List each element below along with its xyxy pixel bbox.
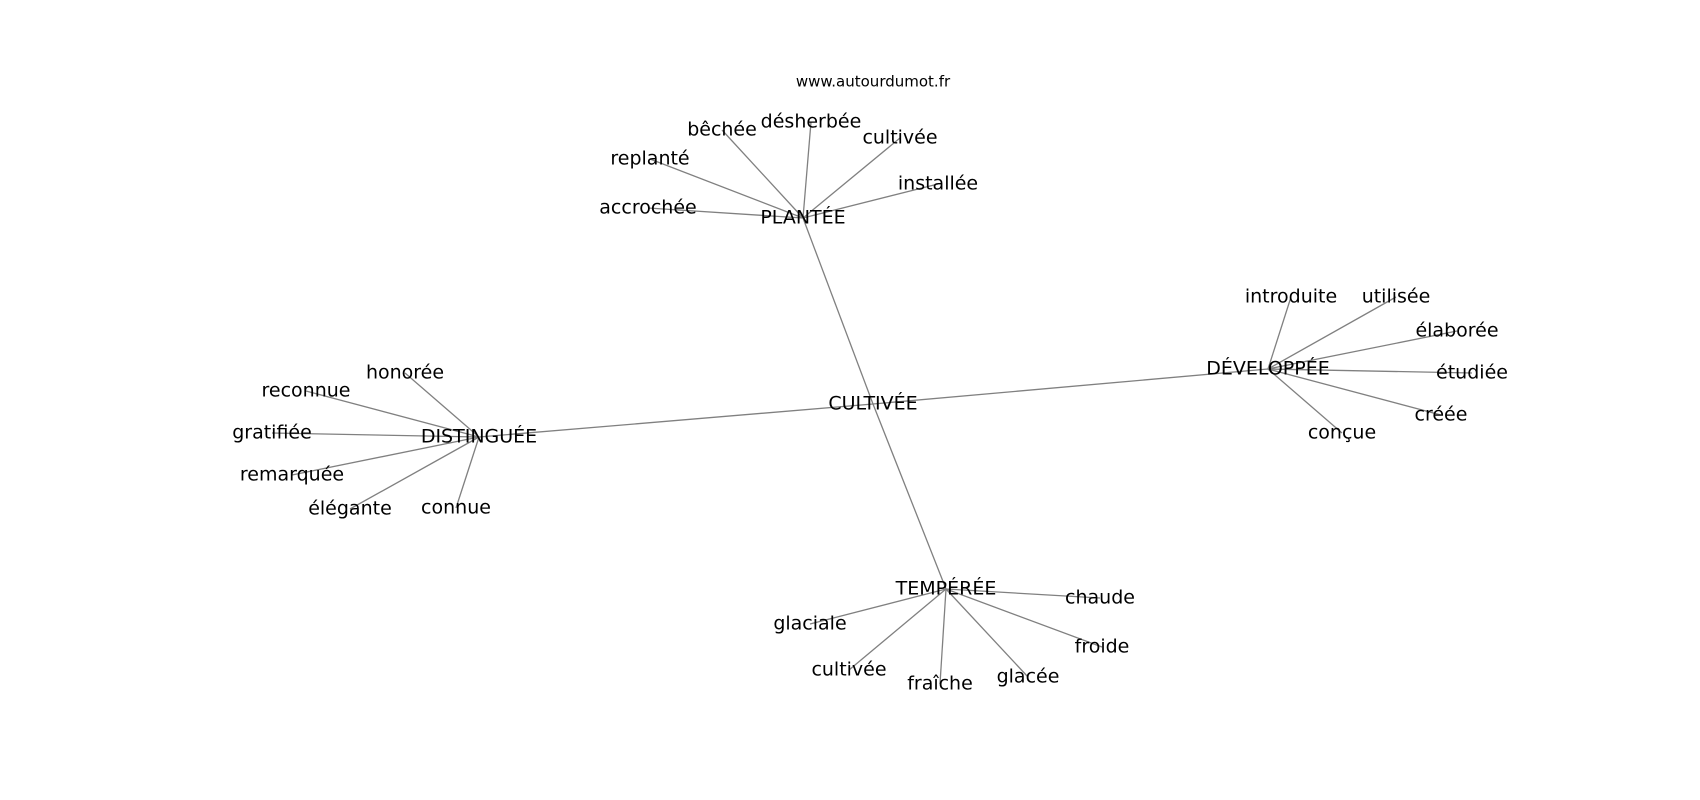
leaf-node: créée <box>1415 404 1468 426</box>
leaf-node: cultivée <box>862 127 937 149</box>
leaf-node: glacée <box>997 666 1060 688</box>
edge-hub-leaf <box>291 436 480 476</box>
leaf-node: bêchée <box>687 119 757 141</box>
leaf-node: installée <box>898 173 978 195</box>
edge-hub-leaf <box>647 207 804 219</box>
edge-hub-leaf <box>945 588 1101 599</box>
source-label: www.autourdumot.fr <box>796 73 951 91</box>
edge-hub-leaf <box>945 588 1029 678</box>
hub-node: DÉVELOPPÉE <box>1206 357 1329 380</box>
edge-center-hub <box>478 403 874 438</box>
edge-hub-leaf <box>404 372 480 438</box>
leaf-node: replanté <box>610 148 689 170</box>
edge-hub-leaf <box>271 432 480 438</box>
edge-hub-leaf <box>649 158 804 219</box>
leaf-node: accrochée <box>599 197 696 219</box>
edge-hub-leaf <box>848 588 947 671</box>
leaf-node: remarquée <box>240 464 344 486</box>
edge-hub-leaf <box>1267 296 1397 370</box>
edge-hub-leaf <box>349 436 480 510</box>
edge-hub-leaf <box>939 588 947 685</box>
leaf-node: gratifiée <box>232 422 312 444</box>
edge-hub-leaf <box>455 436 480 509</box>
leaf-node: cultivée <box>811 659 886 681</box>
hub-node: DISTINGUÉE <box>421 425 537 448</box>
edge-center-hub <box>872 368 1269 405</box>
leaf-node: élégante <box>308 498 392 520</box>
leaf-node: étudiée <box>1436 362 1508 384</box>
leaf-node: élaborée <box>1415 320 1498 342</box>
edge-center-hub <box>802 217 874 405</box>
edge-hub-leaf <box>1267 296 1292 370</box>
leaf-node: chaude <box>1065 587 1135 609</box>
edge-hub-leaf <box>1267 330 1458 370</box>
edge-hub-leaf <box>1267 368 1473 374</box>
edge-hub-leaf <box>305 390 480 438</box>
leaf-node: reconnue <box>262 380 351 402</box>
leaf-node: désherbée <box>761 111 862 133</box>
leaf-node: utilisée <box>1362 286 1431 308</box>
edge-hub-leaf <box>802 183 939 219</box>
edge-hub-leaf <box>1267 368 1442 416</box>
edge-hub-leaf <box>802 137 901 219</box>
edge-hub-leaf <box>802 121 812 219</box>
edge-hub-leaf <box>1267 368 1343 434</box>
graph-edges <box>271 121 1473 685</box>
edge-hub-leaf <box>809 588 947 625</box>
hub-node: PLANTÉE <box>760 206 845 229</box>
hub-node: TEMPÉRÉE <box>895 577 997 600</box>
center-node: CULTIVÉE <box>828 392 917 415</box>
edge-center-hub <box>872 403 947 590</box>
leaf-node: fraîche <box>907 673 973 695</box>
leaf-node: introduite <box>1245 286 1337 308</box>
edge-hub-leaf <box>721 129 804 219</box>
leaf-node: honorée <box>366 362 444 384</box>
leaf-node: froide <box>1075 636 1130 658</box>
leaf-node: connue <box>421 497 491 519</box>
leaf-node: glaciale <box>773 613 846 635</box>
edge-hub-leaf <box>945 588 1103 648</box>
graph-labels: www.autourdumot.fr CULTIVÉE PLANTÉE bêchée… <box>232 73 1508 695</box>
leaf-node: conçue <box>1308 422 1376 444</box>
